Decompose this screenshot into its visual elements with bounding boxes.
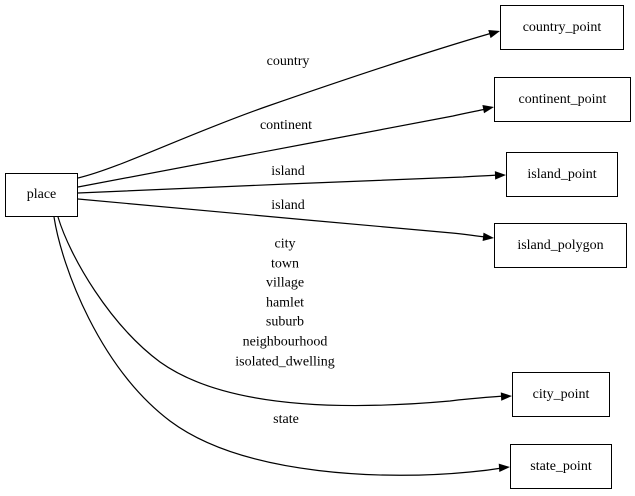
node-island-polygon[interactable]: island_polygon [494,223,627,268]
edge-label-line: continent [259,118,313,133]
edge-label-line: hamlet [265,295,305,311]
node-city-point-label: city_point [532,386,590,402]
edge-place-country_point [77,32,493,179]
edge-label-line: isolated_dwelling [235,353,335,369]
node-place[interactable]: place [5,173,78,217]
node-country-point[interactable]: country_point [500,5,624,50]
edge-label-island-point: island [271,165,304,179]
node-state-point-label: state_point [530,458,592,474]
node-country-point-label: country_point [522,19,602,35]
node-island-point[interactable]: island_point [506,152,618,197]
arrowhead-place-island_point [494,171,506,180]
node-island-polygon-label: island_polygon [517,237,604,253]
edge-label-continent: continent [260,119,312,133]
edge-label-line: village [265,275,305,291]
arrowhead-place-state_point [498,463,510,472]
edge-label-line: city [274,236,296,252]
edge-label-line: neighbourhood [242,334,328,350]
node-city-point[interactable]: city_point [512,372,610,417]
edge-label-country: country [267,55,310,69]
edge-place-city_point [57,216,505,407]
edge-label-city-kinds: city town village hamlet suburb neighbourhood… [235,234,335,371]
arrowhead-place-continent_point [482,104,494,114]
edge-place-island_polygon [77,198,487,238]
edge-label-state: state [273,413,299,427]
edge-place-continent_point [77,108,487,188]
edge-place-island_point [77,174,499,194]
edge-place-state_point [53,216,503,476]
node-island-point-label: island_point [527,166,597,182]
node-place-label: place [26,187,57,202]
arrowhead-place-city_point [500,392,512,401]
edge-label-island-polygon: island [271,199,304,213]
node-state-point[interactable]: state_point [510,444,612,489]
edge-label-line: island [271,198,305,213]
edge-label-line: island [271,164,305,179]
arrowhead-place-country_point [488,29,500,39]
arrowhead-place-island_polygon [482,232,494,242]
edge-label-line: state [273,412,299,427]
edge-label-line: country [266,54,310,69]
edge-label-line: town [270,256,299,272]
node-continent-point-label: continent_point [518,91,607,107]
node-continent-point[interactable]: continent_point [494,77,631,122]
edge-label-line: suburb [265,314,305,330]
